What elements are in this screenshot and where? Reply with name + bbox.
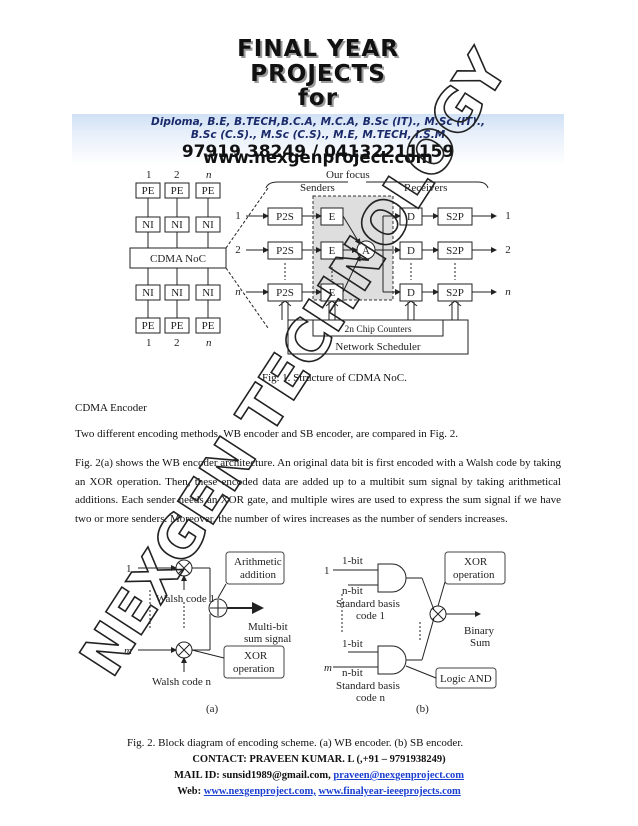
- fig1-out-2: 2: [505, 244, 511, 256]
- banner-strip: [72, 114, 564, 166]
- fig1-ni-2: NI: [171, 219, 183, 231]
- fig2a-label: (a): [206, 703, 219, 715]
- fig1-d-3: D: [407, 287, 415, 299]
- fig1-s2p-3: S2P: [446, 287, 464, 299]
- fig2b-xor-1: XOR: [464, 556, 488, 568]
- fig2b-nbit-2: n-bit: [342, 667, 363, 679]
- footer-mail-link[interactable]: praveen@nexgenproject.com: [333, 770, 464, 781]
- fig1-pe-2: PE: [171, 185, 184, 197]
- fig1-e-2: E: [329, 245, 336, 257]
- paragraph-2-text: Fig. 2(a) shows the WB encoder architect…: [75, 457, 561, 525]
- fig1-chip-counters: 2n Chip Counters: [344, 325, 411, 335]
- fig1-ni-6: NI: [202, 287, 214, 299]
- figure-1-cdma-noc: 1 2 n PE PE PE NI NI NI CDMA NoC NI NI N…: [129, 169, 511, 355]
- fig2b-sbn-b: code n: [356, 692, 386, 704]
- banner-phone: 97919 38249 / 04132211159: [181, 142, 455, 162]
- fig1-row-2: 2: [235, 244, 241, 256]
- fig2b-label: (b): [416, 703, 429, 715]
- fig1-col-n: n: [206, 169, 212, 181]
- fig2b-input-m: m: [324, 662, 332, 674]
- fig2b-logic-and: Logic AND: [440, 673, 492, 685]
- fig2a-xor-1: XOR: [244, 650, 268, 662]
- fig2-caption: Fig. 2. Block diagram of encoding scheme…: [127, 737, 464, 749]
- fig2a-walsh-n: Walsh code n: [152, 676, 211, 688]
- fig1-pe-1: PE: [142, 185, 155, 197]
- fig2b-sb1-b: code 1: [356, 610, 385, 622]
- fig2a-xor-2: operation: [233, 663, 275, 675]
- fig1-ni-3: NI: [202, 219, 214, 231]
- fig1-pe-5: PE: [171, 320, 184, 332]
- fig1-ni-5: NI: [171, 287, 183, 299]
- fig2b-xor-2: operation: [453, 569, 495, 581]
- fig2a-input-m: m: [124, 645, 132, 657]
- fig1-s2p-2: S2P: [446, 245, 464, 257]
- fig1-p2s-1: P2S: [276, 211, 294, 223]
- fig1-out-n: n: [505, 286, 511, 298]
- fig1-pe-6: PE: [202, 320, 215, 332]
- fig2a-arith-1: Arithmetic: [234, 556, 282, 568]
- banner-line2: PROJECTS: [250, 61, 386, 87]
- fig1-row-1: 1: [235, 210, 241, 222]
- banner-advert: FINAL YEAR PROJECTS for Diploma, B.E, B.…: [72, 34, 564, 166]
- banner-website: www.nexgenproject.com: [203, 148, 433, 167]
- fig1-senders: Senders: [300, 182, 335, 194]
- fig1-col-2-bottom: 2: [174, 337, 180, 349]
- footer-web-label: Web:: [177, 786, 204, 797]
- fig1-e-3: E: [329, 287, 336, 299]
- fig2b-input-1: 1: [324, 565, 330, 577]
- fig2b-binary-1: Binary: [464, 625, 494, 637]
- fig2b-binary-2: Sum: [470, 637, 491, 649]
- fig1-caption: Fig. 1. Structure of CDMA NoC.: [262, 372, 407, 384]
- fig1-ni-4: NI: [142, 287, 154, 299]
- fig1-noc-label: CDMA NoC: [150, 253, 206, 265]
- fig1-row-n: n: [235, 286, 241, 298]
- fig2b-nbit-1: n-bit: [342, 585, 363, 597]
- footer-web: Web: www.nexgenproject.com, www.finalyea…: [0, 786, 638, 797]
- banner-qualifications-2: B.Sc (C.S)., M.Sc (C.S)., M.E, M.TECH, I…: [190, 129, 446, 141]
- fig1-adder: A: [362, 245, 370, 257]
- fig1-col-1-bottom: 1: [146, 337, 152, 349]
- fig1-col-1: 1: [146, 169, 152, 181]
- section-title: CDMA Encoder: [75, 402, 147, 414]
- fig1-ni-1: NI: [142, 219, 154, 231]
- fig1-p2s-3: P2S: [276, 287, 294, 299]
- fig1-d-1: D: [407, 211, 415, 223]
- footer-contact: CONTACT: PRAVEEN KUMAR. L (,+91 – 979193…: [192, 754, 446, 765]
- footer-mail-1: sunsid1989@gmail.com,: [222, 770, 331, 781]
- footer-web-link-1[interactable]: www.nexgenproject.com,: [203, 786, 316, 797]
- paragraph-2: Fig. 2(a) shows the WB encoder architect…: [75, 454, 561, 528]
- fig2a-multibit-1: Multi-bit: [248, 621, 288, 633]
- fig1-col-2: 2: [174, 169, 180, 181]
- fig1-scheduler: Network Scheduler: [335, 341, 421, 353]
- fig1-out-1: 1: [505, 210, 511, 222]
- fig1-d-2: D: [407, 245, 415, 257]
- fig1-pe-4: PE: [142, 320, 155, 332]
- fig2a-arith-2: addition: [240, 569, 277, 581]
- fig1-col-n-bottom: n: [206, 337, 212, 349]
- figure-2-encoding-scheme: 1 Walsh code 1 m Walsh code n Arithmetic…: [124, 551, 506, 715]
- fig1-our-focus: Our focus: [326, 169, 370, 181]
- footer-mail-label: MAIL ID:: [173, 770, 223, 781]
- footer-mail: MAIL ID: sunsid1989@gmail.com, praveen@n…: [0, 770, 638, 781]
- fig1-s2p-1: S2P: [446, 211, 464, 223]
- fig2a-multibit-2: sum signal: [244, 633, 291, 645]
- banner-line1: FINAL YEAR: [237, 36, 399, 62]
- fig1-e-1: E: [329, 211, 336, 223]
- fig1-receivers: Receivers: [404, 182, 447, 194]
- fig1-pe-3: PE: [202, 185, 215, 197]
- banner-line3: for: [297, 85, 339, 111]
- fig1-p2s-2: P2S: [276, 245, 294, 257]
- banner-qualifications-1: Diploma, B.E, B.TECH,B.C.A, M.C.A, B.Sc …: [151, 116, 485, 128]
- fig2b-sb1-a: Standard basis: [336, 598, 400, 610]
- fig2b-1bit-1: 1-bit: [342, 555, 363, 567]
- fig2b-sbn-a: Standard basis: [336, 680, 400, 692]
- footer-web-link-2[interactable]: www.finalyear-ieeeprojects.com: [318, 786, 461, 797]
- fig2a-input-1: 1: [126, 563, 132, 575]
- fig2b-1bit-2: 1-bit: [342, 638, 363, 650]
- fig2a-walsh-1: Walsh code 1: [156, 593, 215, 605]
- paragraph-1: Two different encoding methods, WB encod…: [75, 428, 458, 440]
